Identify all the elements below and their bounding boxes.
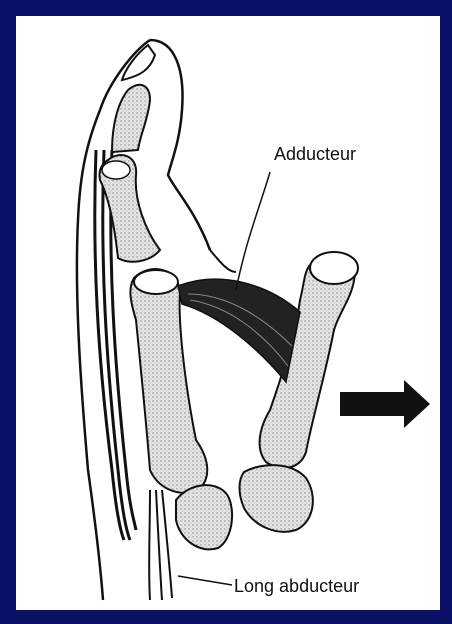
label-adducteur: Adducteur xyxy=(274,144,356,165)
long-abductor-tendon xyxy=(149,490,172,600)
carpal-bone-trapezium xyxy=(176,485,232,549)
leader-line-adducteur xyxy=(236,172,270,290)
thumb-anatomy-illustration xyxy=(16,16,440,610)
illustration-panel: Adducteur Long abducteur xyxy=(16,16,440,610)
label-long-abducteur: Long abducteur xyxy=(234,576,359,597)
direction-arrow xyxy=(340,380,430,428)
palm-outline xyxy=(210,250,236,272)
leader-line-long-abducteur xyxy=(178,576,232,585)
carpal-bone-trapezoid xyxy=(240,465,313,532)
distal-phalanx xyxy=(112,85,150,152)
